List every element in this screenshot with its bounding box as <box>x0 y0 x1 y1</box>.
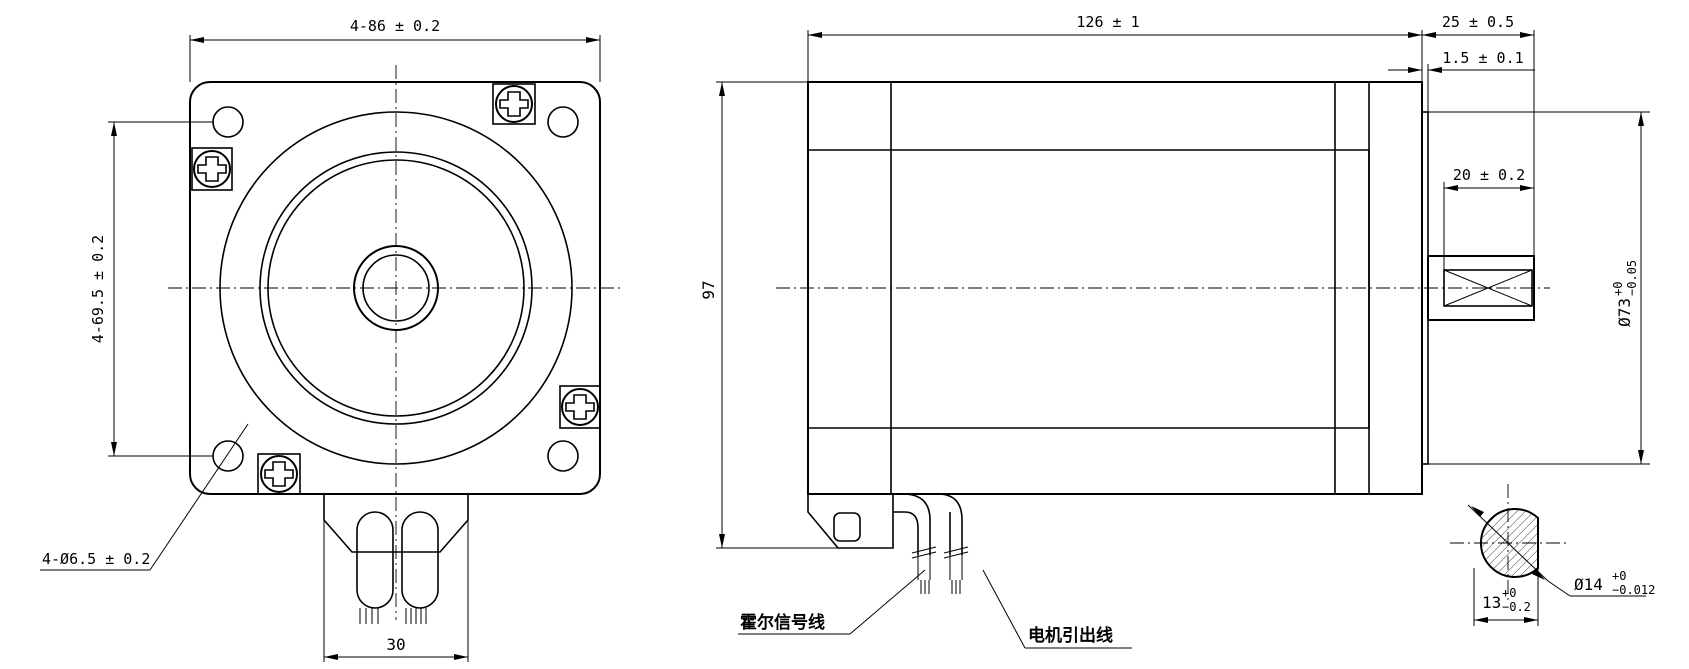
front-shaft-outer <box>353 245 439 331</box>
dim-side-height-text: 97 <box>699 280 718 299</box>
motor-lead-leader: 电机引出线 <box>982 569 1132 649</box>
front-shaft-inner <box>362 254 430 322</box>
screw-boss-right <box>559 385 601 429</box>
front-boss-mid <box>259 151 533 425</box>
dim-side-length-text: 126 ± 1 <box>1076 13 1139 31</box>
mount-hole-br <box>547 440 579 472</box>
side-view: 126 ± 1 25 ± 0.5 1.5 ± 0.1 20 ± 0.2 <box>699 13 1650 649</box>
side-cable-exit <box>807 493 969 594</box>
shaft-section: Ø14 +0 −0.012 13 +0 −0.2 <box>1450 484 1655 626</box>
dim-key-length: 20 ± 0.2 <box>1443 166 1534 270</box>
dim-flat-upper: +0 <box>1502 586 1516 600</box>
shaft-section-outline <box>1480 508 1539 578</box>
mount-hole-tr <box>547 106 579 138</box>
dim-side-height: 97 <box>699 81 838 549</box>
dim-key-length-text: 20 ± 0.2 <box>1453 166 1525 184</box>
dim-shaft-length-text: 25 ± 0.5 <box>1442 13 1514 31</box>
dim-shaft-dia-lower: −0.012 <box>1612 583 1655 597</box>
mount-hole-tl <box>212 106 244 138</box>
screw-boss-top <box>492 83 536 125</box>
dim-shaft-dia-upper: +0 <box>1612 569 1626 583</box>
motor-lead-label: 电机引出线 <box>1028 625 1113 646</box>
front-boss-outer <box>219 111 573 465</box>
dim-cable-width: 30 <box>323 520 469 662</box>
dim-hole-spacing: 4-69.5 ± 0.2 <box>89 121 213 457</box>
dim-pilot-depth-text: 1.5 ± 0.1 <box>1442 49 1523 67</box>
screw-boss-left <box>191 147 233 191</box>
dim-pilot-depth: 1.5 ± 0.1 <box>1388 49 1535 112</box>
dim-front-width: 4-86 ± 0.2 <box>189 17 601 82</box>
dim-hole-spacing-text: 4-69.5 ± 0.2 <box>89 235 107 343</box>
dim-hole-dia-text: 4-Ø6.5 ± 0.2 <box>42 550 150 568</box>
dim-pilot-dia-lower: −0.05 <box>1625 260 1639 296</box>
front-boss-inner <box>267 159 525 417</box>
dim-front-width-text: 4-86 ± 0.2 <box>350 17 440 35</box>
rear-cap <box>807 81 892 495</box>
dim-pilot-dia-upper: +0 <box>1611 282 1625 296</box>
hall-label: 霍尔信号线 <box>740 612 825 633</box>
screw-boss-bottom <box>257 453 301 495</box>
dim-pilot-dia-text: Ø73 <box>1615 298 1634 327</box>
dim-side-length: 126 ± 1 <box>807 13 1423 82</box>
shaft <box>1427 255 1535 321</box>
cable-outlet <box>323 494 469 624</box>
key-flat <box>1443 269 1533 307</box>
dim-pilot-dia: Ø73 +0 −0.05 <box>1428 111 1650 465</box>
mount-hole-bl <box>212 440 244 472</box>
hall-leader: 霍尔信号线 <box>738 569 926 635</box>
dim-flat-text: 13 <box>1482 593 1501 612</box>
front-view: 4-86 ± 0.2 4-69.5 ± 0.2 4-Ø6.5 ± 0.2 30 <box>40 17 622 662</box>
dim-cable-width-text: 30 <box>386 635 405 654</box>
dim-shaft-dia-text: Ø14 <box>1574 575 1603 594</box>
dim-shaft-length: 25 ± 0.5 <box>1422 13 1535 256</box>
dim-hole-dia: 4-Ø6.5 ± 0.2 <box>40 423 249 571</box>
dim-flat-lower: −0.2 <box>1502 600 1531 614</box>
